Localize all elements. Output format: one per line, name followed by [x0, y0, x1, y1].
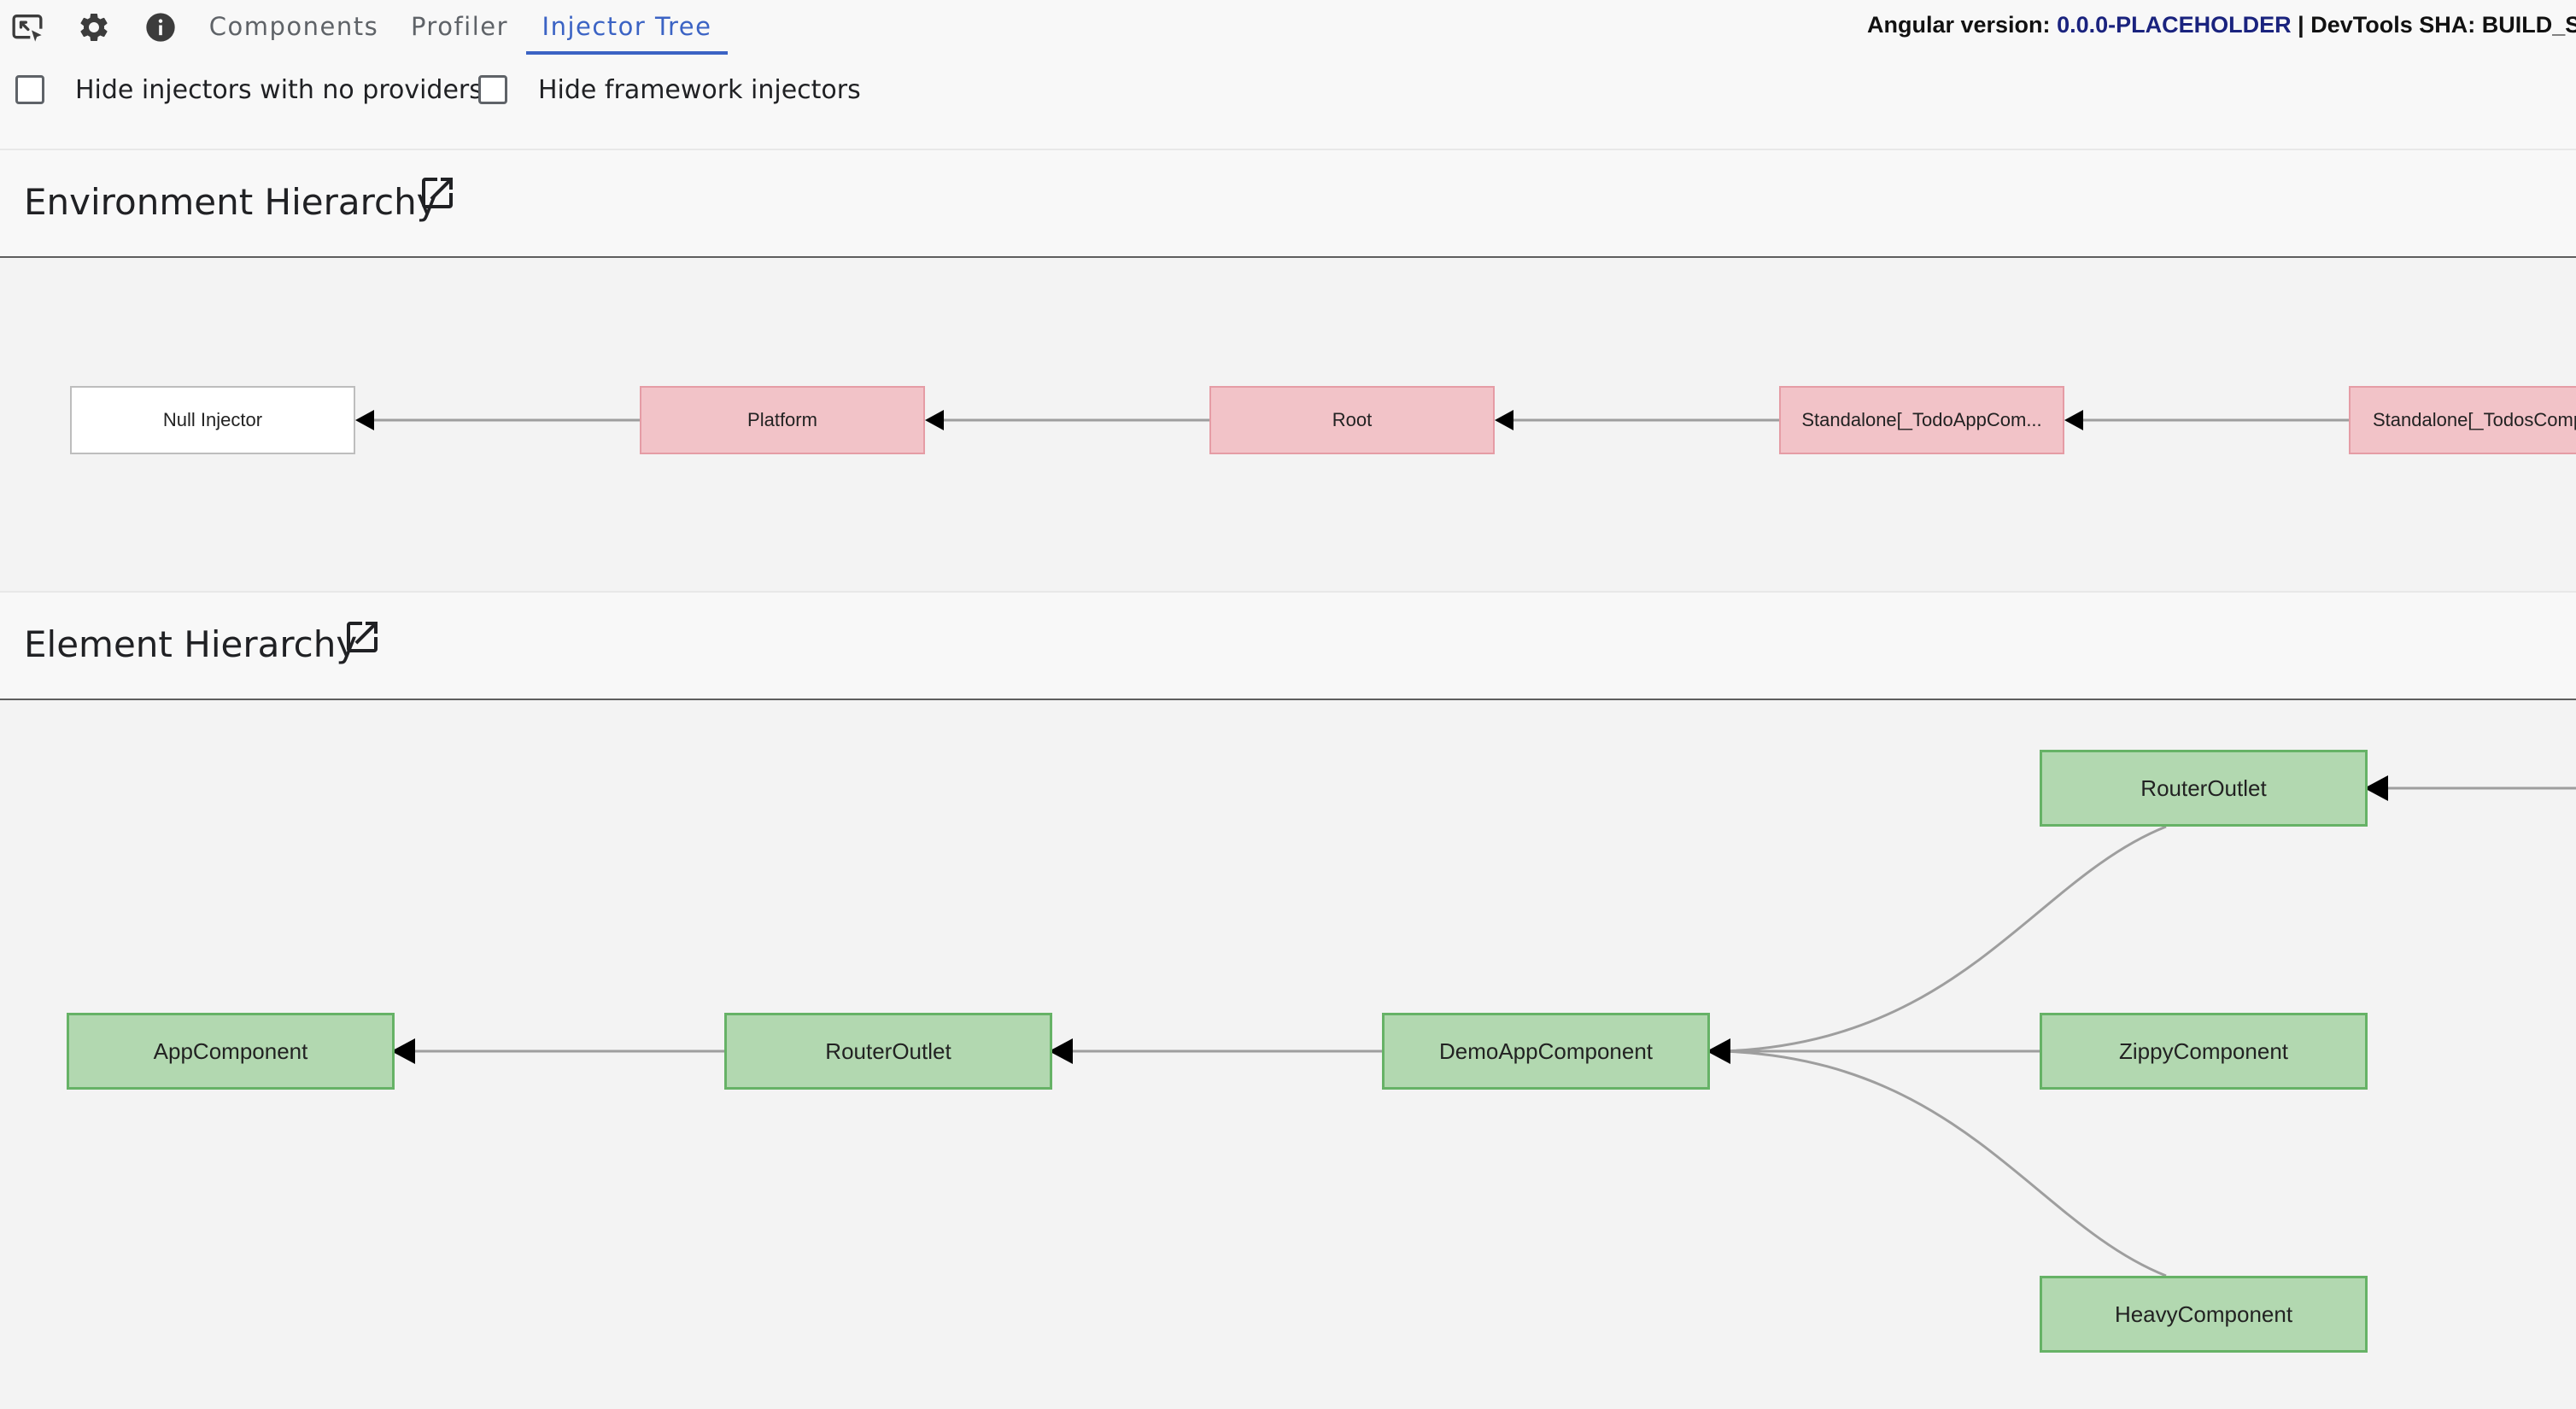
element-hierarchy-title: Element Hierarchy — [24, 623, 357, 665]
devtools-sha-label: DevTools SHA: — [2310, 12, 2475, 38]
hide-framework-label[interactable]: Hide framework injectors — [538, 75, 861, 106]
element-hierarchy-header: Element Hierarchy — [0, 591, 2576, 700]
element-node-appcomponent[interactable]: AppComponent — [67, 1013, 395, 1090]
tab-injector-tree[interactable]: Injector Tree — [526, 0, 728, 53]
injector-node-platform[interactable]: Platform — [640, 386, 925, 454]
angular-version-label: Angular version: — [1867, 12, 2051, 38]
arrowhead — [1049, 1038, 1073, 1064]
element-node-zippycomponent[interactable]: ZippyComponent — [2040, 1013, 2368, 1090]
hide-no-providers-label[interactable]: Hide injectors with no providers — [75, 75, 483, 106]
element-hierarchy-graph: AppComponent RouterOutlet DemoAppCompone… — [0, 700, 2576, 1409]
version-separator: | — [2298, 12, 2304, 38]
injector-node-root[interactable]: Root — [1209, 386, 1495, 454]
environment-hierarchy-graph: Null Injector Platform Root Standalone[_… — [0, 258, 2576, 591]
injector-node-standalone-todoapp[interactable]: Standalone[_TodoAppCom... — [1779, 386, 2064, 454]
open-in-new-icon[interactable] — [342, 617, 383, 658]
tab-components[interactable]: Components — [203, 0, 384, 53]
info-icon[interactable] — [140, 7, 181, 48]
element-node-demoappcomponent[interactable]: DemoAppComponent — [1382, 1013, 1710, 1090]
hide-framework-checkbox[interactable] — [478, 75, 507, 104]
tab-profiler[interactable]: Profiler — [403, 0, 516, 53]
devtools-sha-value: BUILD_SC — [2482, 12, 2576, 38]
environment-hierarchy-header: Environment Hierarchy — [0, 149, 2576, 258]
element-node-heavycomponent[interactable]: HeavyComponent — [2040, 1276, 2368, 1353]
injector-node-null-injector[interactable]: Null Injector — [70, 386, 355, 454]
active-tab-indicator — [526, 51, 728, 55]
hide-no-providers-checkbox[interactable] — [15, 75, 44, 104]
arrowhead — [355, 410, 374, 430]
version-info: Angular version: 0.0.0-PLACEHOLDER | Dev… — [1867, 12, 2576, 38]
arrowhead — [2364, 775, 2388, 801]
element-node-routeroutlet[interactable]: RouterOutlet — [724, 1013, 1052, 1090]
injector-node-standalone-todos[interactable]: Standalone[_TodosComp — [2349, 386, 2576, 454]
angular-version-value: 0.0.0-PLACEHOLDER — [2057, 12, 2292, 38]
arrowhead — [925, 410, 944, 430]
injector-filters: Hide injectors with no providers Hide fr… — [0, 56, 2576, 149]
arrowhead — [391, 1038, 415, 1064]
inspect-element-icon[interactable] — [7, 7, 48, 48]
open-in-new-icon[interactable] — [417, 172, 458, 213]
environment-hierarchy-title: Environment Hierarchy — [24, 181, 438, 223]
devtools-toolbar: Components Profiler Injector Tree Angula… — [0, 0, 2576, 56]
gear-icon[interactable] — [73, 7, 114, 48]
element-node-routeroutlet-2[interactable]: RouterOutlet — [2040, 750, 2368, 827]
arrowhead — [1707, 1038, 1730, 1064]
arrowhead — [2064, 410, 2083, 430]
arrowhead — [1495, 410, 1513, 430]
